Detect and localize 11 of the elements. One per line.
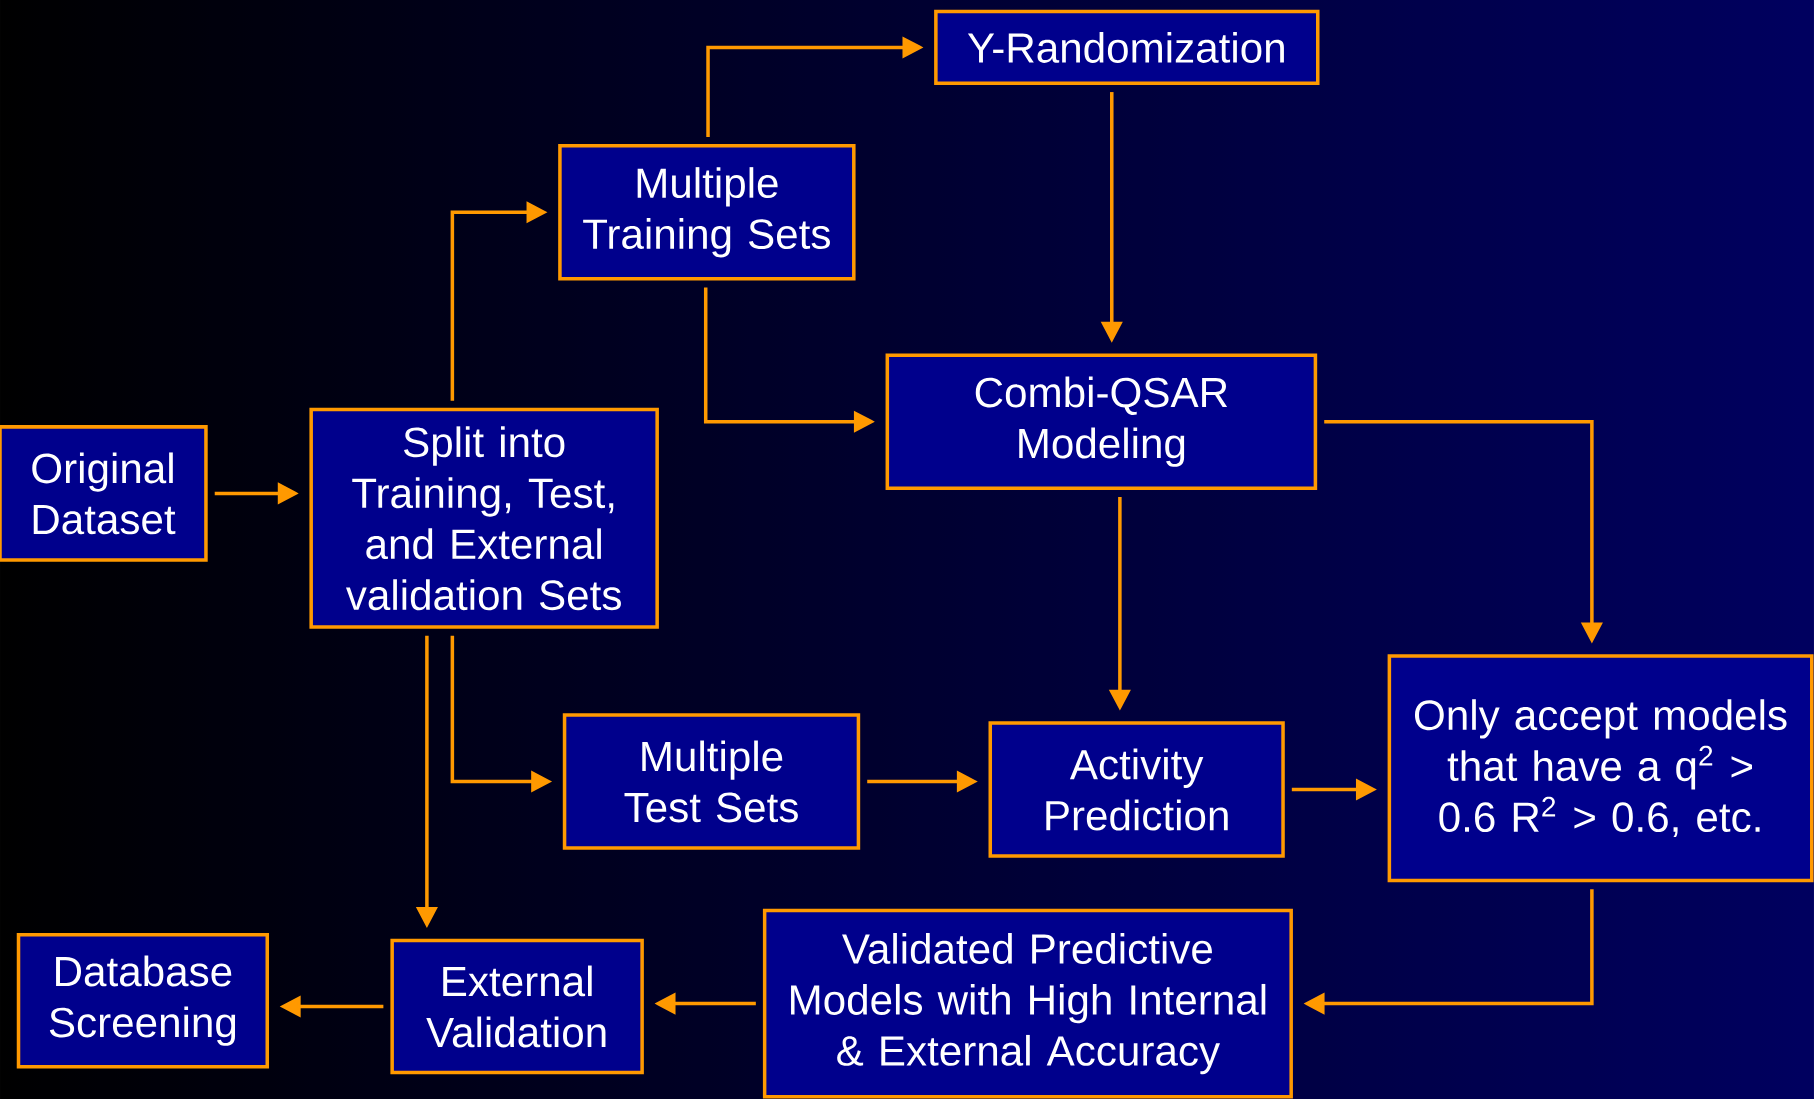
process-box: Multiple Test Sets	[562, 713, 861, 850]
process-box: Multiple Training Sets	[558, 144, 856, 281]
process-box: Database Screening	[16, 932, 269, 1069]
process-box: Combi-QSAR Modeling	[885, 353, 1318, 490]
process-box: Activity Prediction	[988, 721, 1285, 858]
process-box: Validated Predictive Models with High Internal & External Accuracy	[762, 908, 1293, 1099]
process-box: Original Dataset	[0, 425, 208, 562]
process-box: Only accept models that have a q$^{2}$ > 0.6 R$^{2}$ > 0.6, etc.	[1387, 654, 1814, 883]
process-box: Y-Randomization	[934, 9, 1320, 86]
process-box: External Validation	[390, 938, 644, 1075]
process-box: Split into Training, Test, and External validation Sets	[309, 407, 659, 629]
